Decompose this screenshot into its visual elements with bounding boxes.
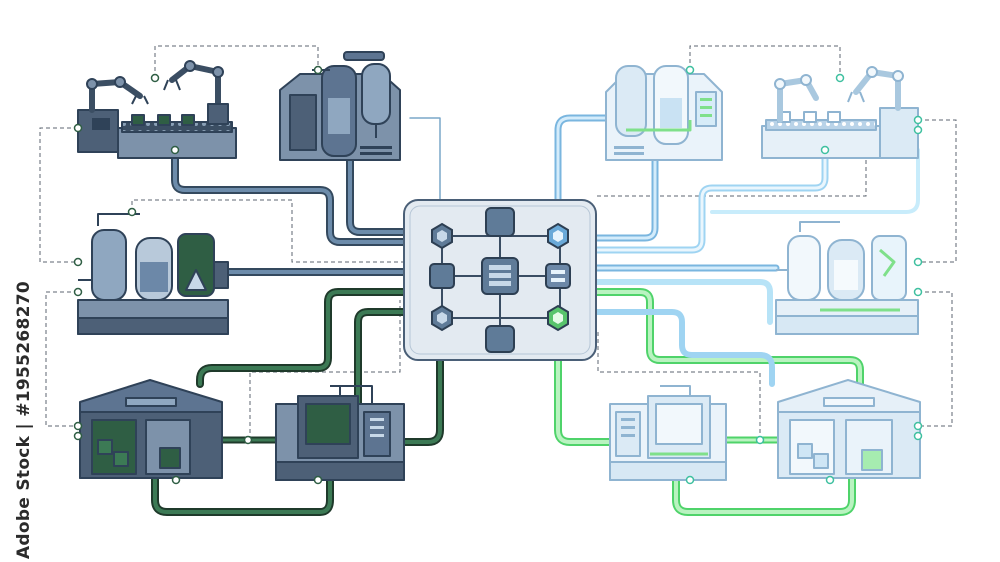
hub-node-mr [545,263,571,289]
robot-arm-conveyor-dark[interactable] [77,60,237,159]
bioreactor-tanks-light[interactable] [605,65,723,161]
packaging-machine-dark[interactable] [275,385,405,481]
hub-node-ml [429,263,455,289]
warehouse-light[interactable] [777,379,921,479]
watermark-text: Adobe Stock | #1955268270 [14,280,34,560]
packaging-machine-light[interactable] [609,385,727,481]
hub-node-br [547,304,569,332]
central-hub[interactable] [403,199,597,361]
chemical-processing-plant-light[interactable] [775,221,919,335]
dark-pipes [151,117,444,516]
chemical-processing-plant-dark[interactable] [77,213,229,335]
warehouse-dark[interactable] [79,379,223,479]
robot-arm-conveyor-light[interactable] [761,66,919,159]
connector-dots [73,65,923,485]
hub-node-bottom [485,325,515,353]
hub-node-top [485,207,515,237]
hub-node-center [481,257,519,295]
hub-node-tl [431,222,453,250]
hub-node-tr [547,222,569,250]
signal-lines [39,45,957,440]
stock-watermark: Adobe Stock | #1955268270 [4,281,44,559]
light-pipes [554,114,920,516]
bioreactor-tanks-dark[interactable] [279,51,401,161]
hub-node-bl [431,304,453,332]
